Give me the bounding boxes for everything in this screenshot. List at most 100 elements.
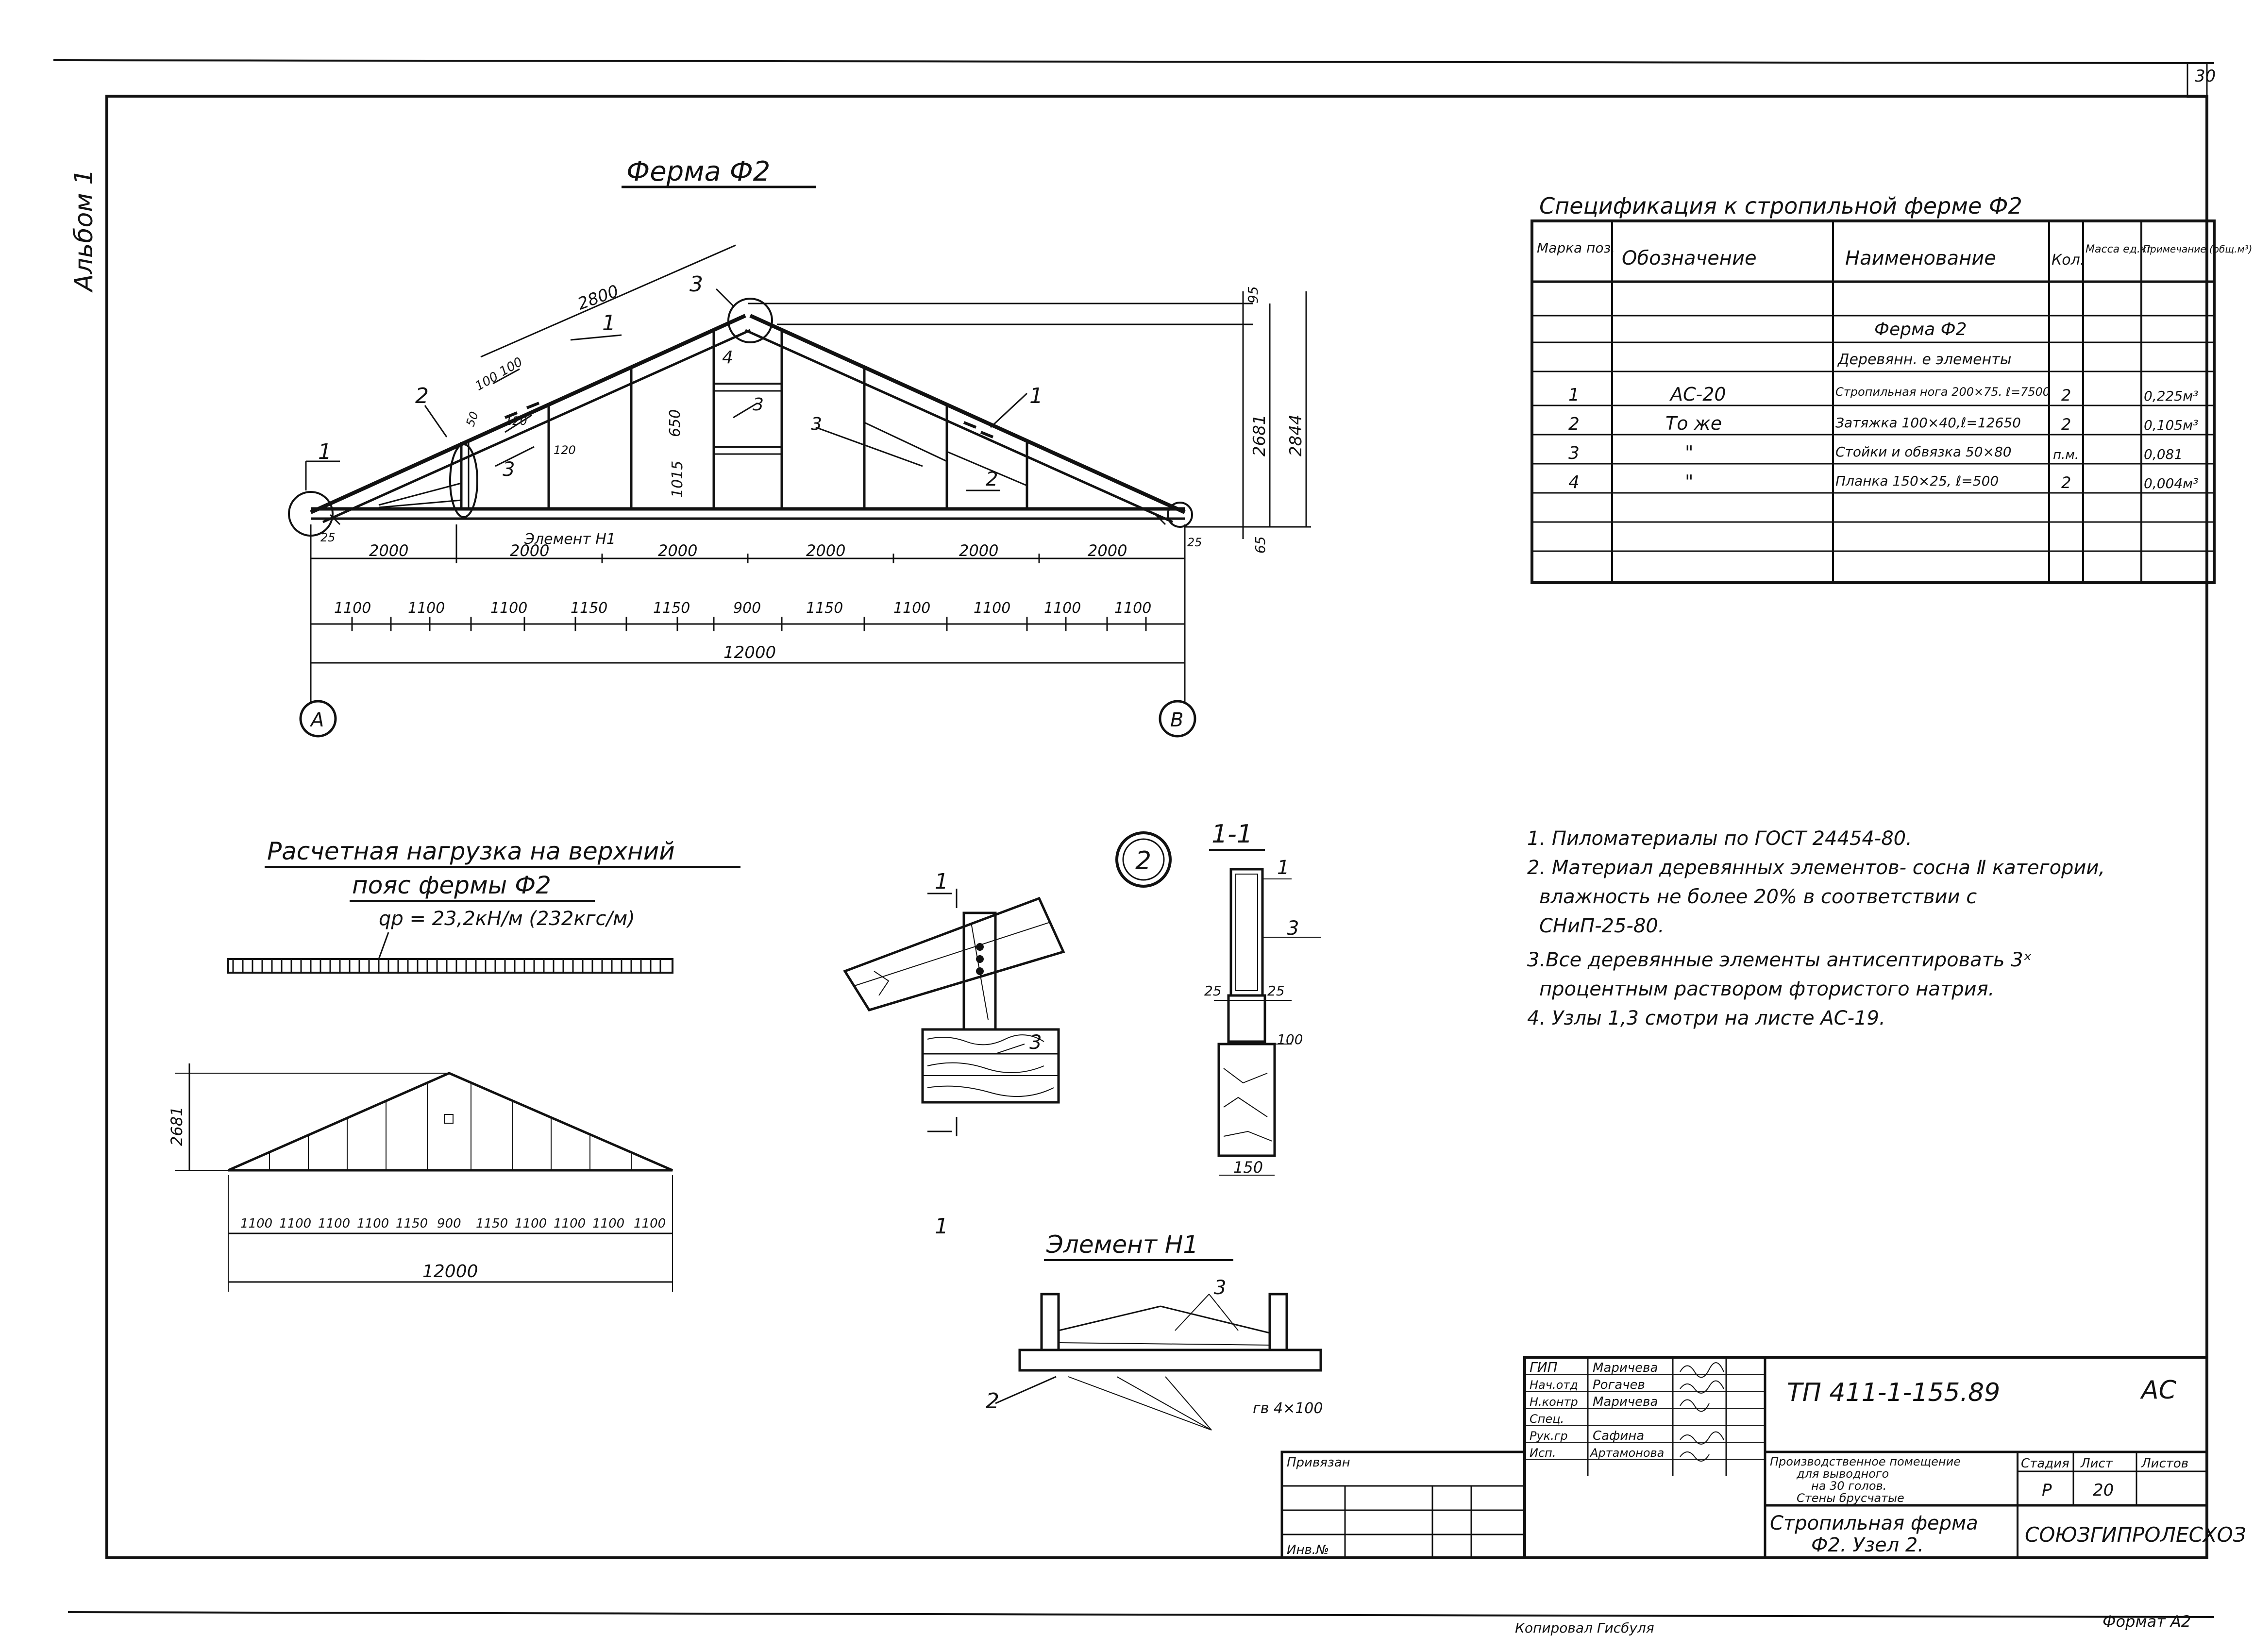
panel-dim-1: 2000	[369, 541, 408, 560]
truss-members	[288, 298, 1193, 537]
scheme-total-dim: 12000	[422, 1262, 478, 1281]
stamp-name-6: Артамонова	[1589, 1446, 1664, 1460]
spec-header-designation: Обозначение	[1622, 247, 1757, 270]
load-bar	[227, 958, 673, 974]
stamp-project-2: для выводного	[1796, 1467, 1889, 1481]
scheme-height-dim: 2681	[168, 1107, 186, 1146]
element-label-3: 3	[1214, 1277, 1226, 1299]
spec-row1-qty: 2	[2061, 386, 2071, 405]
scheme-dim-2: 1100	[279, 1216, 311, 1231]
callout-4-plank: 4	[722, 348, 733, 368]
section-label-1: 1	[1277, 857, 1289, 879]
dim-50: 50	[463, 410, 481, 428]
panel-dim-4: 2000	[806, 541, 845, 560]
format-label: Формат А2	[2103, 1612, 2191, 1631]
sheet-frame	[53, 59, 2215, 1618]
callout-3-post: 3	[753, 395, 764, 415]
album-label: Альбом 1	[69, 169, 99, 293]
spec-row4-designation: "	[1685, 471, 1693, 492]
spec-row3-name: Стойки и обвязка 50×80	[1835, 444, 2012, 460]
note-line-4: СНиП-25-80.	[1539, 915, 1664, 937]
load-title-line2: пояс фермы Ф2	[352, 871, 551, 899]
sub-dim-2: 1100	[408, 600, 445, 617]
scheme-dim-4: 1100	[357, 1216, 389, 1231]
sub-dim-7: 1150	[806, 600, 843, 617]
spec-header-name: Наименование	[1845, 247, 1996, 270]
stamp-role-5: Рук.гр	[1530, 1429, 1568, 1443]
stamp-role-4: Спец.	[1530, 1412, 1564, 1426]
callout-3-brace: 3	[811, 414, 822, 434]
load-formula: qр = 23,2кН/м (232кгс/м)	[379, 908, 635, 930]
section-dim-100: 100	[1277, 1031, 1303, 1047]
stamp-title-2: Ф2. Узел 2.	[1811, 1534, 1924, 1556]
callout-1-left: 1	[318, 439, 332, 464]
spec-row2-designation: То же	[1665, 413, 1722, 434]
truss-title: Ферма Ф2	[626, 156, 770, 187]
dim-2800: 2800	[575, 281, 621, 314]
scheme-dim-7: 1150	[476, 1216, 508, 1231]
element-h1-label: Элемент Н1	[524, 531, 616, 548]
stamp-role-3: Н.контр	[1530, 1395, 1578, 1409]
section-dim-150: 150	[1233, 1158, 1263, 1177]
scheme-dim-3: 1100	[318, 1216, 350, 1231]
callout-2-node: 2	[415, 384, 429, 408]
panel-dim-2: 2000	[510, 541, 549, 560]
stamp-project-4: Стены брусчатые	[1797, 1491, 1904, 1505]
spec-header-qty: Кол.	[2052, 252, 2085, 269]
copied-label: Копировал Гисбуля	[1515, 1620, 1654, 1636]
note-line-2: 2. Материал деревянных элементов- сосна …	[1527, 857, 2105, 879]
stamp-inv: Инв.№	[1287, 1543, 1329, 1557]
dim-120a: 120	[505, 414, 527, 428]
spec-subsection: Деревянн. е элементы	[1837, 351, 2011, 368]
dim-25-left: 25	[320, 531, 336, 544]
spec-row3-qty: п.м.	[2053, 448, 2079, 462]
dim-25-right: 25	[1187, 536, 1202, 549]
stamp-sheets-header: Листов	[2141, 1456, 2188, 1471]
section-label-3: 3	[1287, 917, 1299, 940]
element-nail-label: гв 4×100	[1253, 1400, 1323, 1417]
node-2: 2 1 1 3 1-1	[843, 820, 1321, 1239]
sub-dim-4: 1150	[571, 600, 607, 617]
stamp-stage-header: Стадия	[2021, 1456, 2069, 1471]
spec-row1-note: 0,225м³	[2144, 388, 2199, 404]
axis-b-bubble	[1159, 700, 1196, 738]
spec-row4-mark: 4	[1568, 472, 1580, 492]
dim-2681: 2681	[1250, 414, 1269, 456]
callout-1-right: 1	[1029, 384, 1043, 408]
truss-total-dim: 12000	[723, 643, 776, 662]
stamp-name-2: Рогачев	[1593, 1378, 1645, 1392]
stamp-stage: Р	[2042, 1481, 2052, 1500]
spec-row3-note: 0,081	[2144, 446, 2183, 462]
spec-header-note: Примечание (общ.м³)	[2143, 243, 2252, 255]
stamp-name-1: Маричева	[1593, 1361, 1658, 1375]
stamp-sheet: 20	[2093, 1481, 2114, 1500]
sub-dim-11: 1100	[1114, 600, 1151, 617]
stamp-project-3: на 30 голов.	[1811, 1479, 1886, 1493]
spec-row4-qty: 2	[2061, 473, 2071, 492]
sub-dim-1: 1100	[334, 600, 371, 617]
sub-dim-9: 1100	[974, 600, 1010, 617]
section-dim-25-left: 25	[1204, 983, 1222, 999]
element-h1: Элемент Н1 3 2 гв 4×100	[986, 1231, 1323, 1431]
stamp-role-2: Нач.отд	[1530, 1378, 1578, 1392]
spec-row2-name: Затяжка 100×40,ℓ=12650	[1835, 415, 2021, 431]
scheme-dim-8: 1100	[515, 1216, 547, 1231]
node-label-3: 3	[1029, 1031, 1042, 1054]
stamp-org: СОЮЗГИПРОЛЕСХОЗ	[2025, 1523, 2246, 1547]
axis-b-label: В	[1170, 709, 1183, 731]
scheme-dim-11: 1100	[634, 1216, 666, 1231]
stamp-role-1: ГИП	[1530, 1359, 1558, 1375]
truss-drawing: Ферма Ф2	[288, 156, 1311, 738]
spec-title: Спецификация к стропильной ферме Ф2	[1539, 193, 2022, 219]
load-diagram: Расчетная нагрузка на верхний пояс фермы…	[168, 837, 740, 1292]
load-bar-hatch	[232, 959, 661, 973]
panel-dim-3: 2000	[658, 541, 697, 560]
stamp-mark: АС	[2140, 1376, 2177, 1405]
scheme-truss	[175, 1063, 673, 1292]
page-number: 30	[2195, 67, 2216, 86]
scheme-dim-5: 1150	[396, 1216, 428, 1231]
sub-dim-8: 1100	[893, 600, 930, 617]
spec-row2-mark: 2	[1568, 414, 1580, 434]
spec-row2-note: 0,105м³	[2144, 417, 2199, 433]
